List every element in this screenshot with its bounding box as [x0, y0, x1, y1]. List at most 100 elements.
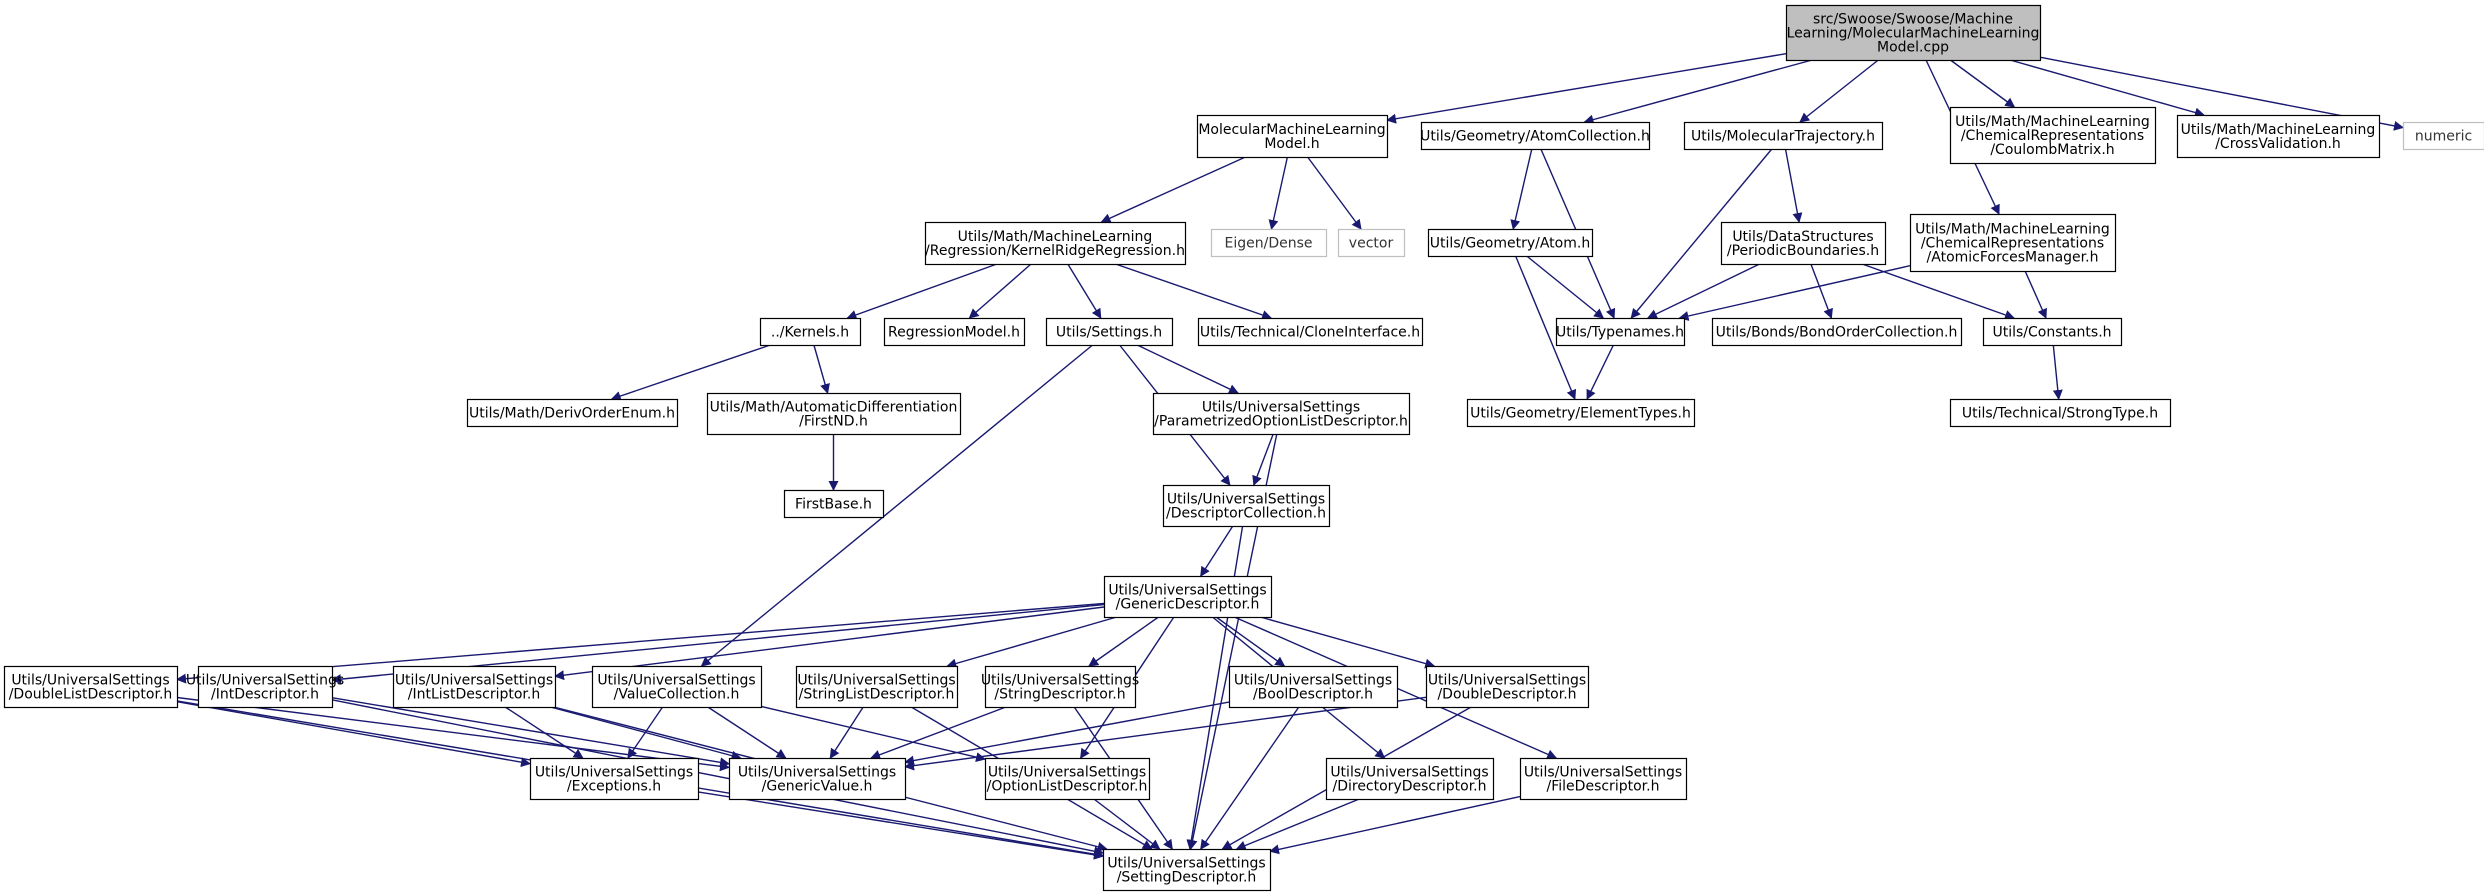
node-box-clone	[1197, 317, 1424, 347]
node-label-dirdesc-line-0: Utils/UniversalSettings	[1330, 765, 1488, 781]
node-box-periodic	[1720, 221, 1887, 266]
node-label-periodic-line-0: Utils/DataStructures	[1732, 229, 1873, 245]
node-box-vector	[1337, 228, 1406, 258]
node-label-desccoll-line-1: /DescriptorCollection.h	[1166, 506, 1326, 522]
edge-kernels-to-firstnd	[813, 344, 830, 394]
node-strlist[interactable]: Utils/UniversalSettings/StringListDescri…	[795, 665, 959, 709]
node-typenames[interactable]: Utils/Typenames.h	[1555, 317, 1686, 347]
node-label-intlist-line-1: /IntListDescriptor.h	[408, 687, 540, 703]
node-label-doubledesc-line-0: Utils/UniversalSettings	[1428, 673, 1586, 689]
node-dirdesc[interactable]: Utils/UniversalSettings/DirectoryDescrip…	[1325, 757, 1495, 801]
node-box-paramopt	[1152, 392, 1411, 436]
edge-typenames-to-elemtypes	[1586, 344, 1615, 400]
node-label-optlist-line-0: Utils/UniversalSettings	[988, 765, 1146, 781]
node-label-paramopt-line-1: /ParametrizedOptionListDescriptor.h	[1154, 414, 1408, 430]
node-box-intlist	[392, 665, 557, 709]
node-intlist[interactable]: Utils/UniversalSettings/IntListDescripto…	[392, 665, 557, 709]
node-doublelist[interactable]: Utils/UniversalSettings/DoubleListDescri…	[3, 665, 179, 709]
edge-afm-to-constants	[2024, 270, 2047, 319]
edge-root-to-atomcoll	[1583, 59, 1813, 125]
node-label-optlist-line-1: /OptionListDescriptor.h	[987, 779, 1148, 795]
node-periodic[interactable]: Utils/DataStructures/PeriodicBoundaries.…	[1720, 221, 1887, 266]
node-atomcoll[interactable]: Utils/Geometry/AtomCollection.h	[1420, 121, 1651, 151]
node-paramopt[interactable]: Utils/UniversalSettings/ParametrizedOpti…	[1152, 392, 1411, 436]
edge-generic-to-strlist	[946, 616, 1117, 669]
node-krr[interactable]: Utils/Math/MachineLearning/Regression/Ke…	[924, 221, 1187, 266]
node-box-eigen	[1210, 228, 1328, 258]
edge-atomcoll-to-atom	[1510, 148, 1533, 230]
node-label-strlist-line-0: Utils/UniversalSettings	[797, 673, 955, 689]
node-constants[interactable]: Utils/Constants.h	[1982, 317, 2123, 347]
node-numeric: numeric	[2402, 121, 2484, 151]
node-elemtypes[interactable]: Utils/Geometry/ElementTypes.h	[1466, 398, 1696, 428]
edge-valuecoll-to-optlist	[760, 705, 986, 763]
node-label-mmlm-line-1: Model.h	[1264, 136, 1319, 152]
node-regmodel[interactable]: RegressionModel.h	[883, 317, 1026, 347]
node-label-moltraj-line-0: Utils/MolecularTrajectory.h	[1691, 129, 1875, 145]
node-label-elemtypes-line-0: Utils/Geometry/ElementTypes.h	[1470, 406, 1691, 422]
node-desccoll[interactable]: Utils/UniversalSettings/DescriptorCollec…	[1162, 484, 1331, 528]
node-settingdesc[interactable]: Utils/UniversalSettings/SettingDescripto…	[1102, 848, 1272, 892]
node-box-afm	[1909, 213, 2117, 273]
node-firstnd[interactable]: Utils/Math/AutomaticDifferentiation/Firs…	[706, 392, 962, 436]
node-atom[interactable]: Utils/Geometry/Atom.h	[1427, 228, 1594, 258]
node-label-valuecoll-line-1: /ValueCollection.h	[614, 687, 740, 703]
node-exceptions[interactable]: Utils/UniversalSettings/Exceptions.h	[529, 757, 700, 801]
node-coulomb[interactable]: Utils/Math/MachineLearning/ChemicalRepre…	[1949, 106, 2157, 165]
node-derivorder[interactable]: Utils/Math/DerivOrderEnum.h	[466, 398, 679, 428]
edge-periodic-to-bondorder	[1810, 263, 1833, 319]
node-box-exceptions	[529, 757, 700, 801]
node-optlist[interactable]: Utils/UniversalSettings/OptionListDescri…	[984, 757, 1151, 801]
node-booldesc[interactable]: Utils/UniversalSettings/BoolDescriptor.h	[1228, 665, 1399, 709]
node-bondorder[interactable]: Utils/Bonds/BondOrderCollection.h	[1711, 317, 1963, 347]
node-label-coulomb-line-0: Utils/Math/MachineLearning	[1955, 114, 2150, 130]
edge-kernels-to-derivorder	[610, 344, 771, 401]
node-strongtype[interactable]: Utils/Technical/StrongType.h	[1949, 398, 2172, 428]
node-box-strdesc	[984, 665, 1137, 709]
node-label-dirdesc-line-1: /DirectoryDescriptor.h	[1332, 779, 1486, 795]
edge-strlist-to-genvalue	[829, 706, 864, 759]
node-firstbase[interactable]: FirstBase.h	[783, 489, 885, 519]
node-box-doublelist	[3, 665, 179, 709]
edge-mmlm-to-eigen	[1268, 156, 1289, 230]
node-label-doublelist-line-1: /DoubleListDescriptor.h	[9, 687, 173, 703]
node-box-firstbase	[783, 489, 885, 519]
node-eigen: Eigen/Dense	[1210, 228, 1328, 258]
node-box-atomcoll	[1420, 121, 1651, 151]
node-label-paramopt-line-0: Utils/UniversalSettings	[1202, 400, 1360, 416]
node-genvalue[interactable]: Utils/UniversalSettings/GenericValue.h	[728, 757, 907, 801]
node-valuecoll[interactable]: Utils/UniversalSettings/ValueCollection.…	[591, 665, 763, 709]
node-settings[interactable]: Utils/Settings.h	[1045, 317, 1174, 347]
node-clone[interactable]: Utils/Technical/CloneInterface.h	[1197, 317, 1424, 347]
edge-strdesc-to-genvalue	[870, 706, 1007, 760]
node-moltraj[interactable]: Utils/MolecularTrajectory.h	[1683, 121, 1884, 151]
node-doubledesc[interactable]: Utils/UniversalSettings/DoubleDescriptor…	[1425, 665, 1590, 709]
edge-root-to-crossval	[2009, 59, 2205, 118]
node-box-desccoll	[1162, 484, 1331, 528]
edge-mmlm-to-krr	[1100, 156, 1246, 223]
edge-atom-to-elemtypes	[1514, 255, 1577, 400]
node-crossval[interactable]: Utils/Math/MachineLearning/CrossValidati…	[2176, 114, 2381, 159]
edge-desccoll-to-generic	[1200, 525, 1234, 577]
edge-atom-to-typenames	[1526, 255, 1605, 319]
edge-paramopt-to-desccoll	[1252, 433, 1274, 486]
node-kernels[interactable]: ../Kernels.h	[759, 317, 862, 347]
node-root[interactable]: src/Swoose/Swoose/MachineLearning/Molecu…	[1785, 4, 2042, 62]
dependency-edges	[176, 53, 2404, 860]
node-intdesc[interactable]: Utils/UniversalSettings/IntDescriptor.h	[186, 665, 344, 709]
node-filedesc[interactable]: Utils/UniversalSettings/FileDescriptor.h	[1519, 757, 1688, 801]
node-label-mmlm-line-0: MolecularMachineLearning	[1198, 122, 1385, 138]
node-label-regmodel-line-0: RegressionModel.h	[888, 325, 1020, 341]
node-box-regmodel	[883, 317, 1026, 347]
node-label-atom-line-0: Utils/Geometry/Atom.h	[1430, 236, 1590, 252]
node-label-strongtype-line-0: Utils/Technical/StrongType.h	[1962, 406, 2158, 422]
node-strdesc[interactable]: Utils/UniversalSettings/StringDescriptor…	[981, 665, 1139, 709]
node-afm[interactable]: Utils/Math/MachineLearning/ChemicalRepre…	[1909, 213, 2117, 273]
edge-root-to-mmlm	[1386, 53, 1787, 124]
edge-generic-to-booldesc	[1215, 616, 1286, 667]
node-label-root-line-1: Learning/MolecularMachineLearning	[1787, 26, 2040, 42]
node-label-afm-line-1: /ChemicalRepresentations	[1921, 236, 2104, 252]
node-generic[interactable]: Utils/UniversalSettings/GenericDescripto…	[1103, 575, 1273, 619]
node-box-mmlm	[1196, 114, 1389, 159]
